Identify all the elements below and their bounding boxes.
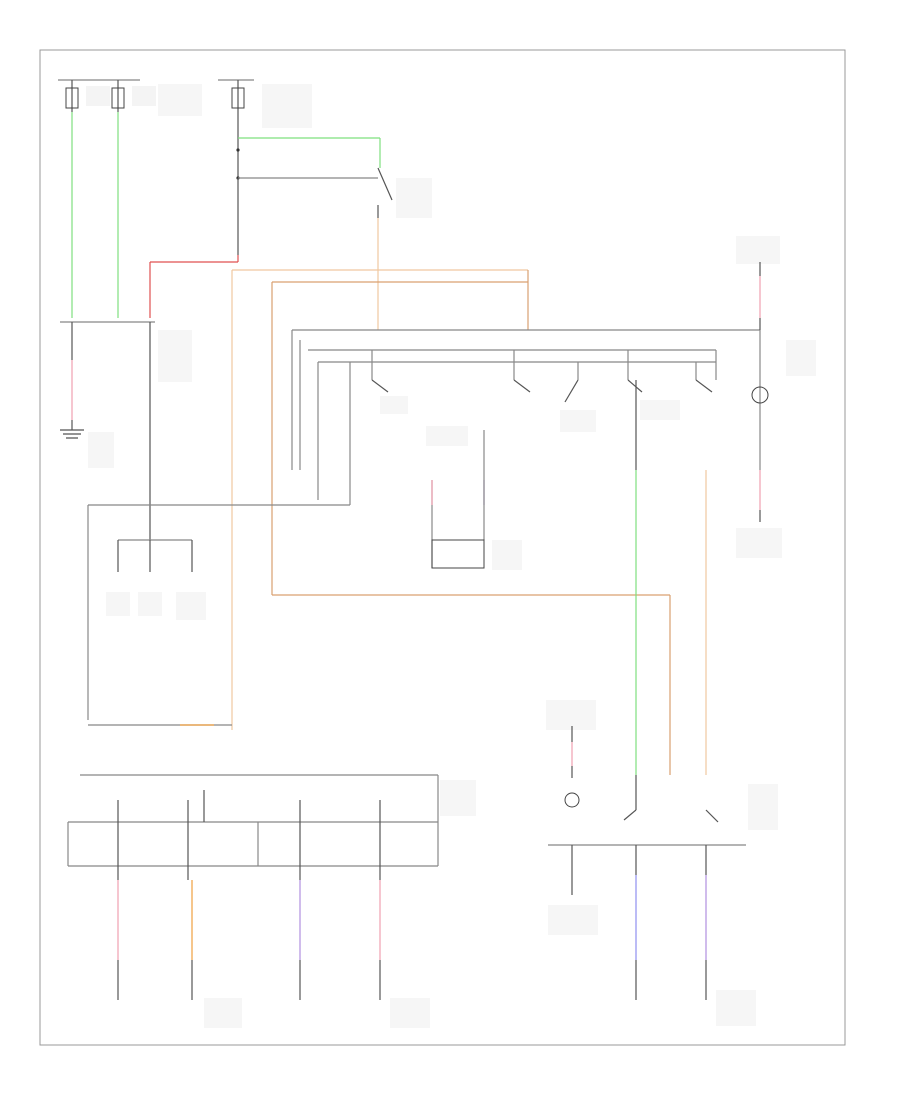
lower-left-switch [67,724,476,880]
left-front-motor [426,426,522,570]
right-front-motor [635,845,756,1026]
fuse-a-label-block [86,86,110,106]
relay-outputs [106,539,206,620]
fuse-block-left [58,79,202,116]
ground-top-right [736,236,816,558]
door-switch-top [377,167,432,218]
fuse-d-note [262,84,312,128]
diagram-border [39,49,846,1046]
fuse-c-note [158,84,202,116]
power-window-relay [60,321,192,540]
left-rear-motor [117,880,242,1028]
right-rear-motor [299,880,430,1028]
fuse-block-right [218,79,312,128]
right-front-switch [546,700,778,935]
main-switch-bus [87,329,760,720]
fuse-b-label-block [132,86,156,106]
